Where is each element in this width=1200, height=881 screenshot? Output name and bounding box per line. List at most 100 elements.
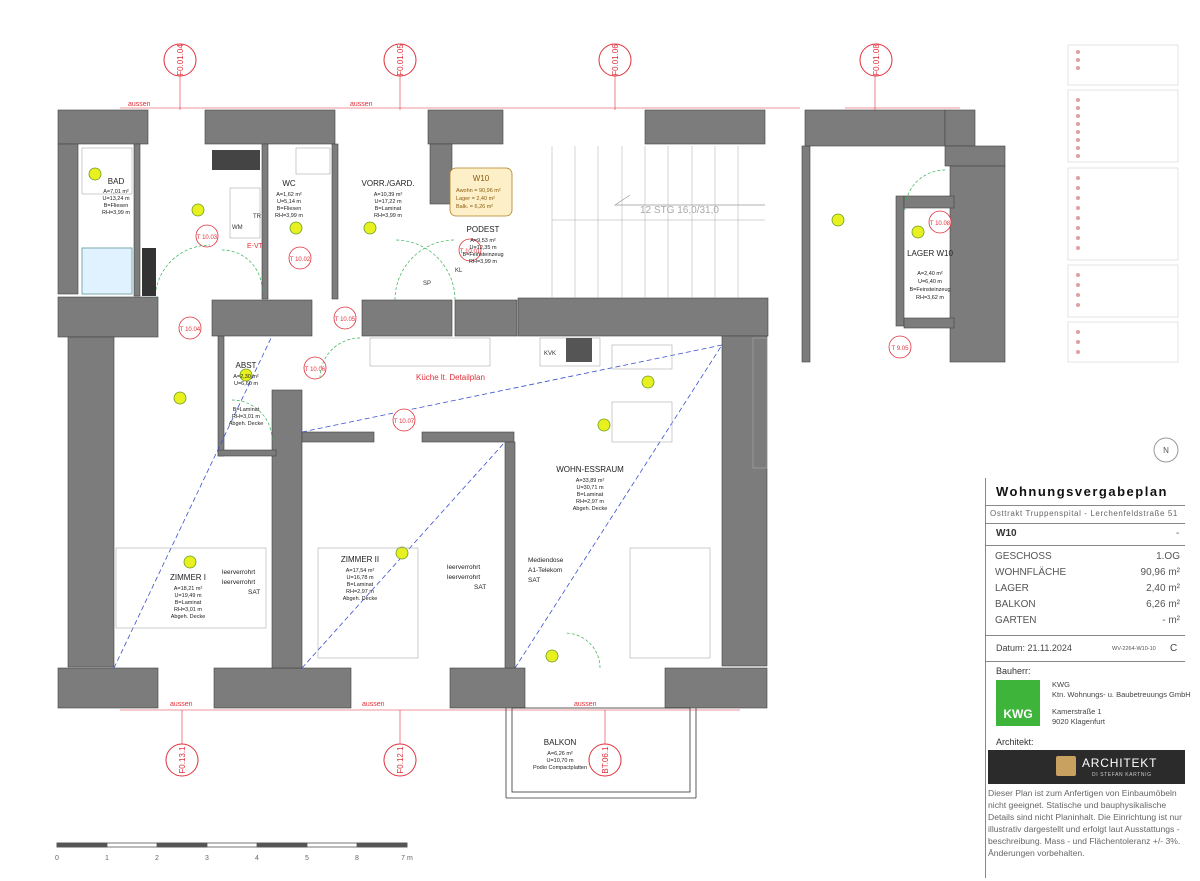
room-detail: Podio Compactplatten xyxy=(533,765,587,771)
room-detail: B=Laminat xyxy=(375,206,402,212)
room-detail: U=16,78 m xyxy=(346,575,373,581)
client-heading: Bauherr: xyxy=(996,666,1031,676)
unit-badge-line: Lager = 2,40 m² xyxy=(456,196,495,202)
door-tags xyxy=(178,210,952,432)
room-name: ZIMMER I xyxy=(170,573,206,582)
room-detail: A=18,21 m² xyxy=(174,586,203,592)
kv-value: - m² xyxy=(1162,615,1180,626)
kv-label: LAGER xyxy=(995,583,1029,594)
room-name: ABST xyxy=(236,361,257,370)
kv-label: GESCHOSS xyxy=(995,551,1052,562)
door-tag: T 9.05 xyxy=(892,346,910,352)
room-detail: RH=3,99 m xyxy=(102,210,130,216)
room-detail: RH=3,01 m xyxy=(232,414,260,420)
sat-label: SAT xyxy=(528,577,540,584)
divider xyxy=(985,545,1185,546)
kv-label: WOHNFLÄCHE xyxy=(995,567,1067,578)
room-detail: Abgeh. Decke xyxy=(171,614,206,620)
unit-badge-line: Balk. = 6,26 m² xyxy=(456,204,493,210)
client-street: Kamerstraße 1 xyxy=(1052,707,1102,716)
room-name: BALKON xyxy=(544,738,577,747)
room-detail: Abgeh. Decke xyxy=(229,421,264,427)
stair-label: 12 STG 16,0/31,0 xyxy=(640,205,719,216)
plan-date: Datum: 21.11.2024 xyxy=(996,643,1072,653)
unit-badge xyxy=(449,167,513,217)
aussen-label: aussen xyxy=(350,101,373,108)
kl-label: KL xyxy=(455,268,463,274)
door-swings xyxy=(154,169,946,669)
plan-revision: C xyxy=(1170,643,1178,654)
kv-value: 2,40 m² xyxy=(1146,583,1180,594)
axis-tag-2: F0.01.05 xyxy=(396,44,405,76)
aussen-label: aussen xyxy=(574,701,597,708)
sat-label: SAT xyxy=(474,584,486,591)
axis-tag-7: BT.06.1 xyxy=(601,746,610,774)
legend xyxy=(1067,44,1179,363)
axis-tag-6: F0.12.1 xyxy=(396,746,405,774)
divider xyxy=(985,661,1185,662)
kitchen-note: Küche lt. Detailplan xyxy=(416,373,485,382)
room-detail: RH=3,99 m xyxy=(374,213,402,219)
room-detail: RH=2,97 m xyxy=(346,589,374,595)
shower-tray xyxy=(81,247,133,295)
kv-value: 6,26 m² xyxy=(1146,599,1180,610)
plan-subtitle: Osttrakt Truppenspital - Lerchenfeldstra… xyxy=(990,509,1178,518)
kv-label: GARTEN xyxy=(995,615,1037,626)
plan-title: Wohnungsvergabeplan xyxy=(996,484,1168,499)
aussen-label: aussen xyxy=(128,101,151,108)
room-detail: B=Laminat xyxy=(175,600,202,606)
room-detail: Abgeh. Decke xyxy=(343,596,378,602)
scale-tick: 0 xyxy=(55,855,59,862)
room-detail: A=9,53 m² xyxy=(470,238,496,244)
kv-row-lager: LAGER 2,40 m² xyxy=(995,583,1180,594)
kv-value: 90,96 m² xyxy=(1140,567,1180,578)
dimension-lines xyxy=(120,45,960,745)
room-detail: RH=3,99 m xyxy=(469,259,497,265)
north-arrow-icon xyxy=(1153,437,1179,463)
room-detail: B=Laminat xyxy=(577,492,604,498)
divider xyxy=(985,523,1185,524)
door-tag: T 10.04 xyxy=(180,327,201,333)
architect-heading: Architekt: xyxy=(996,737,1034,747)
scale-tick: 1 xyxy=(105,855,109,862)
room-detail: A=7,01 m² xyxy=(103,189,129,195)
room-detail: A=2,30 m² xyxy=(233,374,259,380)
unit-id: W10 xyxy=(996,528,1017,539)
room-detail: Abgeh. Decke xyxy=(573,506,608,512)
room-name: PODEST xyxy=(467,225,500,234)
axis-tag-1: F0.01.04 xyxy=(176,44,185,76)
scale-tick: 8 xyxy=(355,855,359,862)
conduit-label: leerverrohrt xyxy=(447,564,480,571)
kv-row-wohnflaeche: WOHNFLÄCHE 90,96 m² xyxy=(995,567,1180,578)
unit-dash: - xyxy=(1176,528,1180,539)
room-detail: RH=2,97 m xyxy=(576,499,604,505)
scale-tick: 7 m xyxy=(401,855,413,862)
room-detail: U=12,35 m xyxy=(469,245,496,251)
walls xyxy=(57,109,1006,709)
room-detail: B=Laminat xyxy=(233,407,260,413)
room-detail: A=17,54 m² xyxy=(346,568,375,574)
kwg-logo: KWG xyxy=(996,680,1040,726)
client-city: 9020 Klagenfurt xyxy=(1052,717,1105,726)
stair xyxy=(551,146,765,298)
kv-value: 1.OG xyxy=(1156,551,1180,562)
room-detail: U=17,22 m xyxy=(374,199,401,205)
kv-row-garten: GARTEN - m² xyxy=(995,615,1180,626)
kwg-logo-text: KWG xyxy=(1003,707,1033,721)
aussen-label: aussen xyxy=(362,701,385,708)
room-detail: A=10,39 m² xyxy=(374,192,403,198)
door-tag: T 10.05 xyxy=(335,317,356,323)
room-name: VORR./GARD. xyxy=(362,179,415,188)
room-detail: U=6,60 m xyxy=(234,381,258,387)
scale-tick: 4 xyxy=(255,855,259,862)
room-detail: U=30,71 m xyxy=(576,485,603,491)
wm-label: WM xyxy=(232,225,243,231)
architect-logo-sub: DI STEFAN KARTNIG xyxy=(1092,772,1152,778)
architect-logo-text: ARCHITEKT xyxy=(1082,756,1158,770)
room-detail: B=Feinsteinzeug xyxy=(909,287,950,293)
sat-label: SAT xyxy=(248,589,260,596)
door-tag: T 10.03 xyxy=(197,235,218,241)
axis-tag-3: F0.01.06 xyxy=(611,44,620,76)
room-detail: A=33,89 m² xyxy=(576,478,605,484)
unit-badge-title: W10 xyxy=(473,174,490,183)
